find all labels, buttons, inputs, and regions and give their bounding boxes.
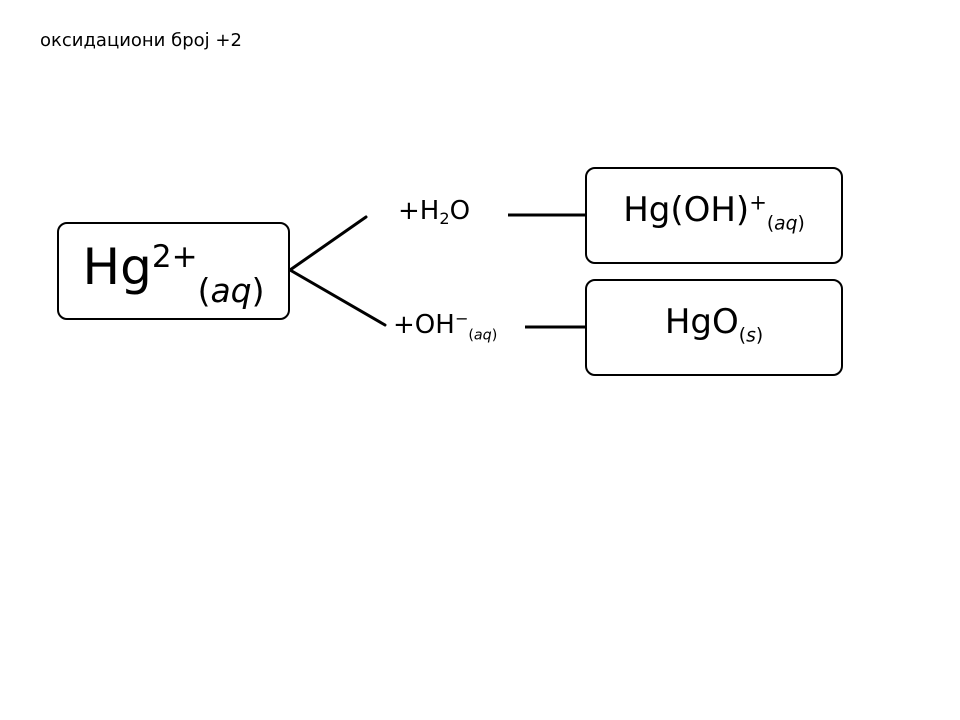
reagent-water: +H2O bbox=[398, 196, 471, 228]
branch-line-lower bbox=[288, 268, 387, 327]
product-box-hydroxo: Hg(OH)+(aq) bbox=[585, 167, 843, 264]
branch-line-upper bbox=[288, 215, 368, 272]
reactant-charge: 2+ bbox=[151, 238, 198, 275]
reactant-box: Hg2+(aq) bbox=[57, 222, 290, 320]
product-formula-hydroxo: Hg(OH)+(aq) bbox=[623, 188, 805, 234]
product-formula-oxide: HgO(s) bbox=[664, 301, 764, 346]
reactant-base: Hg bbox=[82, 238, 152, 296]
reagent-hydroxide: +OH−(aq) bbox=[393, 309, 498, 344]
reactant-state: (aq) bbox=[197, 271, 265, 311]
product-box-oxide: HgO(s) bbox=[585, 279, 843, 376]
reactant-formula: Hg2+(aq) bbox=[82, 238, 265, 307]
page-title: оксидациони број +2 bbox=[40, 30, 242, 51]
